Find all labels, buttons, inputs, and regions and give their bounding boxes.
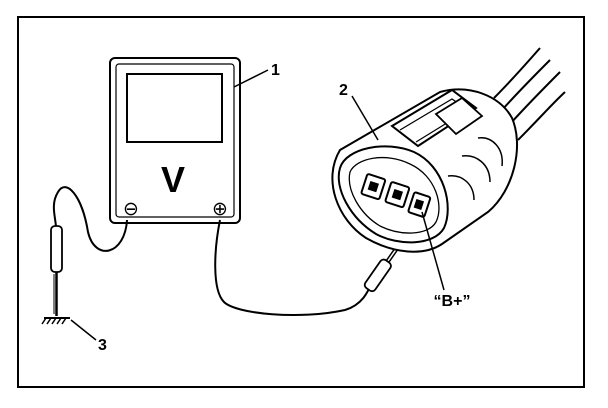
meter-positive-terminal: ⊕ — [212, 199, 228, 220]
meter-negative-terminal: ⊖ — [123, 199, 139, 220]
negative-lead-wire — [52, 186, 128, 252]
ground-callout-leader — [70, 319, 97, 341]
bplus-callout-leader — [421, 211, 445, 291]
harness-connector — [331, 47, 566, 253]
connector-callout-leader — [351, 95, 379, 141]
connector-callout-number: 2 — [339, 82, 348, 99]
meter-callout-number: 1 — [271, 62, 280, 79]
negative-lead — [50, 186, 128, 316]
voltmeter: V ⊖ ⊕ — [109, 57, 241, 224]
ground-symbol — [41, 317, 70, 325]
meter-voltage-symbol: V — [161, 159, 185, 200]
ground-callout-number: 3 — [98, 337, 107, 354]
ground-probe-handle — [50, 225, 63, 273]
figure-frame — [17, 16, 585, 388]
meter-display — [126, 73, 223, 143]
meter-inner-border — [115, 63, 235, 218]
meter-callout-leader — [233, 69, 269, 88]
bplus-callout-label: “B+” — [434, 293, 471, 310]
positive-lead-wire — [214, 219, 373, 317]
